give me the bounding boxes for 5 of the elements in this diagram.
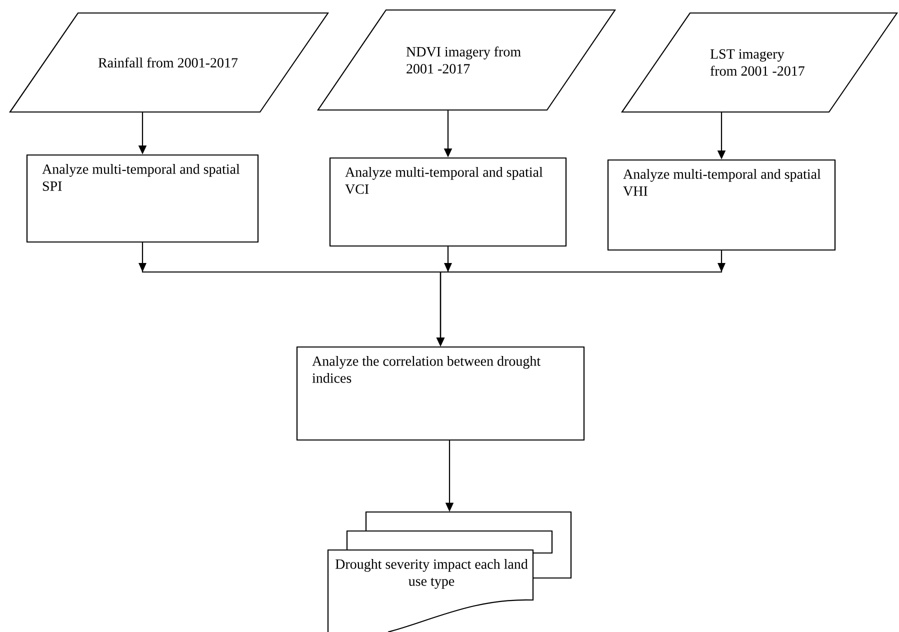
document-stack: Drought severity impact each land use type <box>327 511 572 632</box>
process-box: Analyze multi-temporal and spatial VHI <box>607 159 836 251</box>
process-box: Analyze the correlation between drought indices <box>296 346 585 441</box>
process-box: Analyze multi-temporal and spatial VCI <box>329 157 567 247</box>
process-box: Analyze multi-temporal and spatial SPI <box>26 154 259 243</box>
